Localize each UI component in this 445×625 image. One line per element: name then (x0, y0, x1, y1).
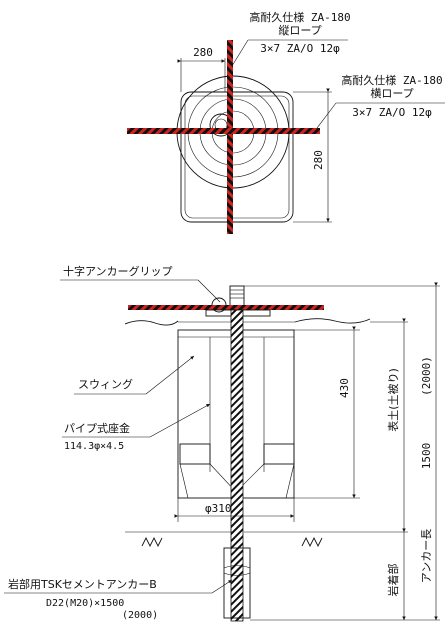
cross-grip-label: 十字アンカーグリップ (63, 264, 173, 278)
vertical-rope-spec: 3×7 ZA/O 12φ (260, 42, 340, 55)
rock-anchor-spec: D22(M20)×1500 (46, 598, 124, 609)
rock-anchor-label: 岩部用TSKセメントアンカーB (8, 577, 157, 591)
topsoil-label: 表土(土被り) (386, 368, 400, 432)
vertical-rope (227, 40, 233, 234)
anchor-rod (230, 309, 244, 622)
top-view: 高耐久仕様 ZA-180 縦ロープ 3×7 ZA/O 12φ 高耐久仕様 ZA-… (127, 10, 445, 234)
anchor-length-label: アンカー長 (420, 529, 433, 584)
vertical-rope-title: 高耐久仕様 ZA-180 (249, 10, 350, 24)
rock-anchor-alt: (2000) (122, 610, 158, 621)
bedrock-label: 岩着部 (386, 564, 400, 597)
dimension-1500: 1500 (420, 443, 433, 470)
top-height-dimension: 280 (312, 150, 325, 170)
dimension-310: φ310 (205, 502, 232, 515)
horizontal-rope (127, 128, 320, 134)
section-view: 十字アンカーグリップ スウィング (4, 264, 440, 622)
dimension-430: 430 (338, 378, 351, 398)
top-width-dimension: 280 (193, 46, 213, 59)
pipe-spec-label: 114.3φ×4.5 (64, 441, 124, 452)
pipe-base-label: パイプ式座金 (64, 421, 130, 435)
base-plate (180, 91, 294, 223)
horizontal-rope-title: 高耐久仕様 ZA-180 (341, 73, 442, 87)
dimension-2000: (2000) (420, 356, 433, 396)
horizontal-rope-sub: 横ロープ (370, 86, 413, 100)
section-horizontal-rope (128, 305, 324, 310)
horizontal-rope-spec: 3×7 ZA/O 12φ (352, 106, 432, 119)
vertical-rope-sub: 縦ロープ (278, 24, 321, 37)
swing-label: スウィング (78, 377, 133, 391)
